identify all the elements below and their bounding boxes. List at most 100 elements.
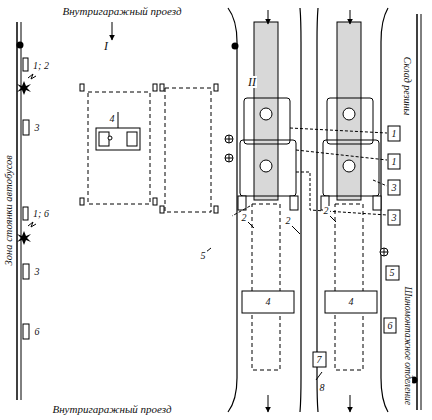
diagnostic-stand bbox=[108, 136, 112, 140]
leader-line bbox=[330, 216, 336, 222]
right-wall bbox=[416, 14, 418, 410]
corner-post bbox=[160, 84, 164, 91]
corner-post bbox=[214, 206, 218, 213]
callout-number: 7 bbox=[316, 355, 323, 365]
leader-line bbox=[248, 222, 254, 228]
bus-on-lift bbox=[337, 22, 361, 200]
callout-number: 8 bbox=[319, 383, 326, 393]
traffic-arrow bbox=[350, 395, 351, 412]
section-number: II bbox=[247, 76, 257, 88]
power-symbol bbox=[28, 222, 36, 227]
bus-outline bbox=[252, 204, 363, 370]
equipment-box bbox=[388, 180, 400, 195]
bus-outline bbox=[88, 92, 150, 204]
callout-number: 4 bbox=[109, 114, 116, 124]
diagnostic-stand bbox=[127, 132, 137, 146]
lane-boundary bbox=[228, 8, 388, 412]
parking-wall bbox=[17, 22, 21, 400]
corner-post bbox=[214, 84, 218, 91]
star-symbol bbox=[17, 231, 31, 245]
lift-frame bbox=[323, 140, 379, 196]
bus-outline bbox=[165, 88, 211, 212]
parking-wall bbox=[21, 22, 22, 400]
callout-number: 2 bbox=[241, 213, 248, 223]
wall-equipment bbox=[23, 120, 29, 135]
callout-number: 4 bbox=[348, 297, 355, 307]
equipment-box bbox=[384, 318, 396, 333]
wall-equipment bbox=[23, 264, 29, 279]
callout-number: 2 bbox=[323, 206, 330, 216]
lift-frame bbox=[290, 196, 298, 210]
zone-label: Зона стоянки автобусов bbox=[4, 154, 15, 266]
traffic-arrow bbox=[268, 10, 350, 412]
road-label: Внутригаражный проезд bbox=[61, 6, 182, 17]
outlet-symbol bbox=[225, 154, 233, 162]
leader-line bbox=[316, 372, 322, 380]
callout-number: 6 bbox=[34, 327, 41, 337]
room-label: Шиномонтажное отделение bbox=[402, 286, 412, 407]
bus-on-lift bbox=[254, 22, 361, 200]
outlet-symbol bbox=[380, 248, 388, 256]
section-number: I bbox=[103, 40, 109, 52]
diagnostic-stand bbox=[96, 128, 140, 150]
star-symbol bbox=[17, 81, 31, 95]
corner-post bbox=[80, 84, 84, 91]
callout-number: 3 bbox=[34, 267, 41, 277]
service-line bbox=[373, 180, 387, 186]
equipment-box bbox=[313, 352, 326, 367]
equipment-box bbox=[388, 210, 400, 225]
outlet-symbol bbox=[380, 248, 388, 256]
corner-post bbox=[153, 198, 157, 205]
wall-equipment bbox=[23, 58, 29, 339]
parking-wall bbox=[16, 22, 18, 400]
lift-frame bbox=[260, 108, 272, 120]
lift-frame bbox=[373, 196, 381, 210]
lift-frame bbox=[343, 108, 355, 120]
callout-number: 4 bbox=[265, 297, 272, 307]
bus-on-lift bbox=[254, 22, 278, 200]
lift-frame bbox=[327, 98, 373, 144]
outlet-symbol bbox=[225, 135, 388, 256]
lane-boundary bbox=[381, 8, 388, 412]
traffic-arrow bbox=[268, 395, 269, 412]
lift-frame bbox=[343, 160, 355, 172]
right-wall bbox=[421, 14, 422, 410]
lift-frame bbox=[244, 98, 290, 144]
equipment-box bbox=[388, 126, 400, 141]
post-dot bbox=[17, 42, 24, 49]
power-symbol bbox=[28, 74, 36, 79]
corner-post bbox=[160, 206, 164, 213]
callout-number: 1 bbox=[391, 129, 398, 139]
corner-post bbox=[153, 84, 157, 91]
diagnostic-stand bbox=[96, 112, 140, 150]
diagnostic-stand bbox=[99, 132, 109, 146]
diagnostic-stand bbox=[118, 112, 119, 128]
right-wall bbox=[417, 14, 421, 410]
callout-number: 1; 6 bbox=[32, 209, 50, 219]
outlet-symbol bbox=[225, 154, 233, 162]
bus-outline bbox=[88, 88, 211, 212]
room-label: Склад резины bbox=[402, 56, 412, 117]
callout-number: 3 bbox=[391, 183, 398, 193]
leader-line bbox=[292, 226, 300, 234]
lift-frame bbox=[260, 160, 272, 172]
lane-boundary bbox=[317, 8, 318, 412]
outlet-symbol bbox=[225, 135, 233, 143]
corner-post bbox=[80, 84, 218, 213]
outlet-symbol bbox=[225, 135, 233, 143]
service-line bbox=[296, 172, 387, 215]
road-label: Внутригаражный проезд bbox=[51, 404, 172, 415]
bus-outline bbox=[335, 204, 363, 370]
leader-line bbox=[248, 216, 336, 380]
callout-number: 3 bbox=[34, 123, 41, 133]
callout-number: 5 bbox=[200, 251, 207, 261]
lane-boundary bbox=[300, 8, 301, 412]
wall-equipment bbox=[23, 58, 28, 71]
wall-equipment bbox=[23, 324, 29, 339]
wheel-stop bbox=[242, 291, 294, 313]
wall-equipment bbox=[23, 207, 28, 220]
traffic-arrow bbox=[350, 10, 351, 24]
callout-number: 6 bbox=[387, 321, 394, 331]
